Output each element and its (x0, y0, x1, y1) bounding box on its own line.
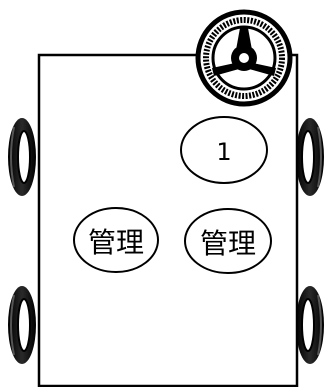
seat-manager-right: 管理 (184, 208, 272, 274)
steering-wheel-icon (195, 9, 293, 107)
seat-label: 管理 (88, 226, 144, 259)
seat-number-1: 1 (180, 116, 268, 184)
wheel-icon (8, 118, 36, 196)
seat-label: 1 (216, 138, 231, 166)
seat-label: 管理 (200, 227, 256, 260)
wheel-icon (296, 118, 324, 196)
wheel-icon (296, 286, 324, 364)
wheel-icon (8, 286, 36, 364)
seat-manager-left: 管理 (73, 207, 159, 273)
